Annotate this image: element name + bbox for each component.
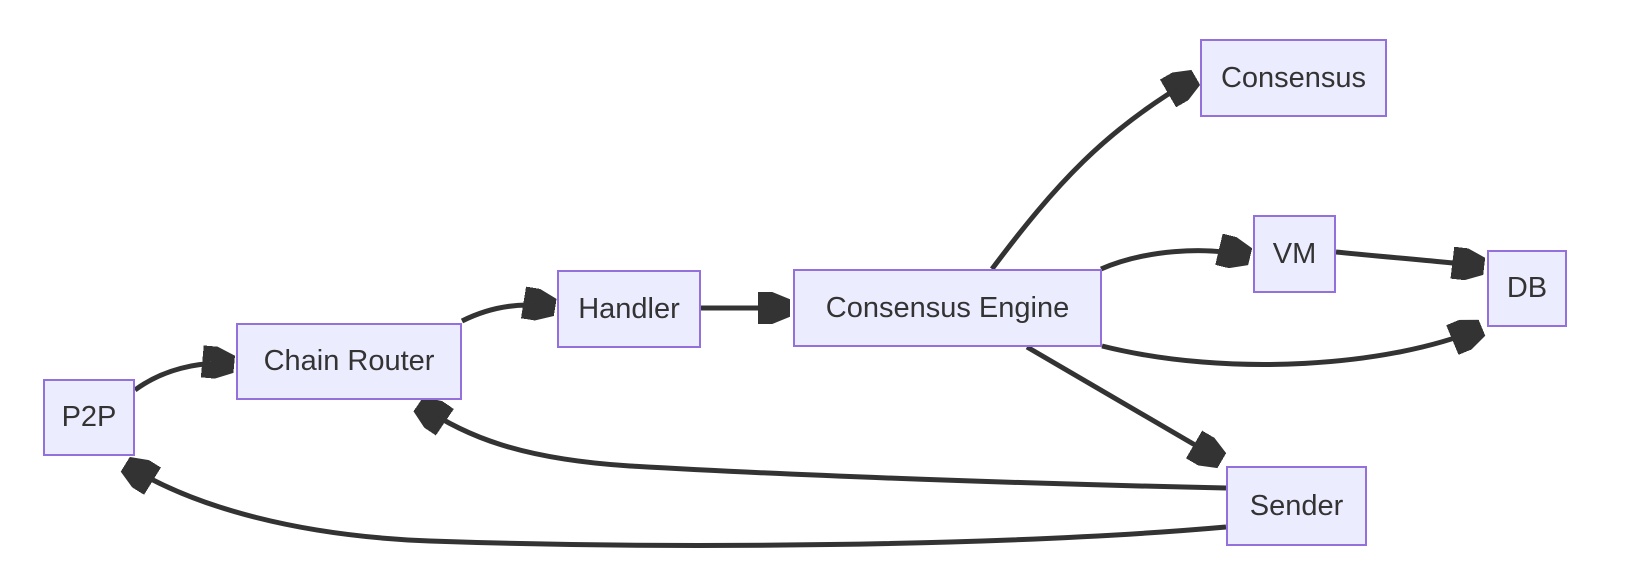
node-sender-label: Sender <box>1249 489 1344 522</box>
node-consensus-engine-label: Consensus Engine <box>825 291 1070 324</box>
edge-p2p-to-chain-router <box>133 363 231 393</box>
edge-consensus-engine-to-consensus <box>990 79 1193 271</box>
node-handler: Handler <box>557 270 701 348</box>
node-db: DB <box>1487 250 1567 327</box>
node-vm: VM <box>1253 215 1336 293</box>
edge-sender-to-chain-router <box>421 406 1227 491</box>
node-consensus-label: Consensus <box>1220 61 1367 94</box>
node-consensus: Consensus <box>1200 39 1387 117</box>
node-vm-label: VM <box>1272 237 1317 270</box>
node-chain-router-label: Chain Router <box>263 345 435 377</box>
edge-consensus-engine-to-sender <box>1025 344 1219 459</box>
node-sender: Sender <box>1226 466 1367 546</box>
edge-consensus-engine-to-db <box>1101 329 1479 367</box>
edge-chain-router-to-handler <box>460 305 552 321</box>
node-chain-router: Chain Router <box>236 323 462 400</box>
edge-consensus-engine-to-vm <box>1100 251 1247 269</box>
node-p2p-label: P2P <box>61 401 117 433</box>
edge-vm-to-db <box>1335 252 1481 266</box>
node-p2p: P2P <box>43 379 135 456</box>
node-db-label: DB <box>1506 272 1548 304</box>
node-handler-label: Handler <box>578 292 680 325</box>
edge-sender-to-p2p <box>128 466 1227 548</box>
node-consensus-engine: Consensus Engine <box>793 269 1102 347</box>
